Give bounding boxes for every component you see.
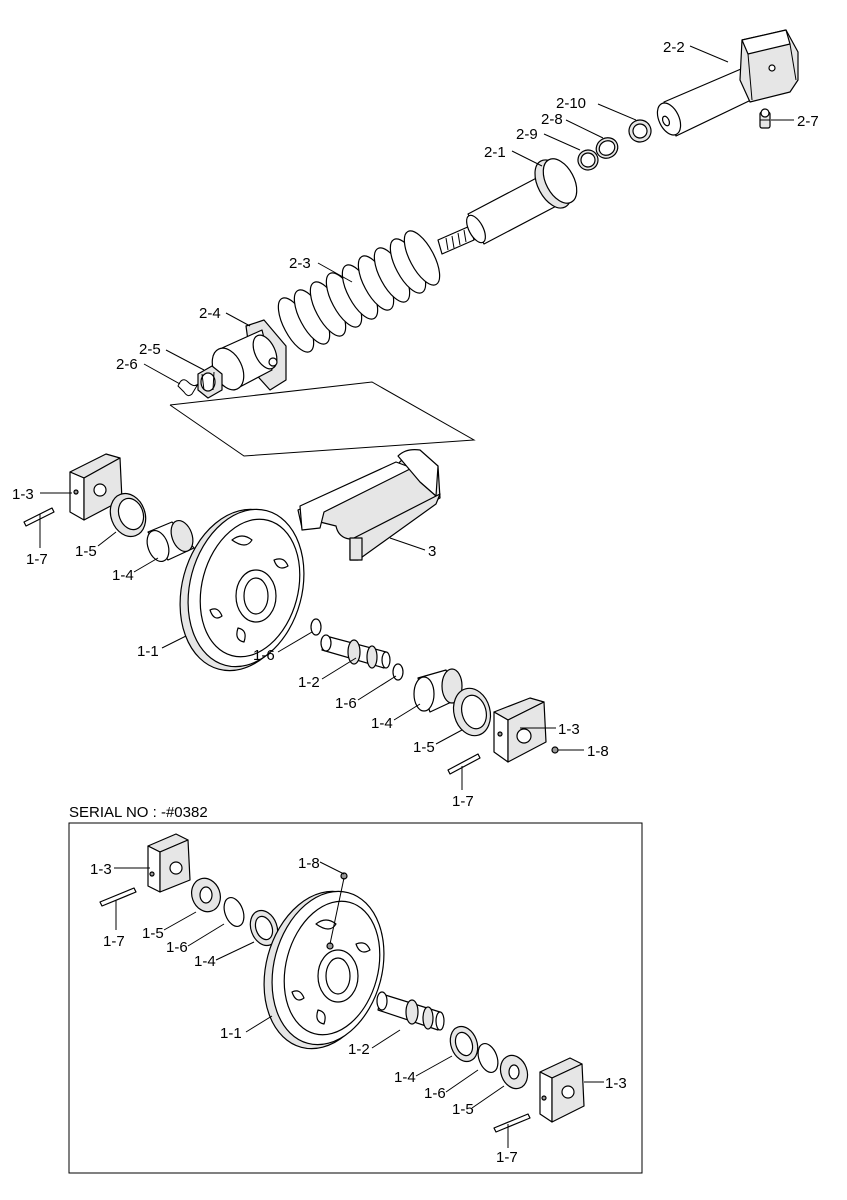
part-2-1-rod xyxy=(437,158,578,255)
label-b-1-4-left: 1-4 xyxy=(194,953,216,970)
label-2-3: 2-3 xyxy=(289,255,311,272)
label-b-1-6-left: 1-6 xyxy=(166,939,188,956)
part-b-1-6-snap-ring-left xyxy=(223,896,245,928)
label-2-2: 2-2 xyxy=(663,39,685,56)
part-3-yoke-fork xyxy=(297,449,441,561)
part-b-1-5-seal-left xyxy=(191,877,221,913)
part-2-4-spring-seat xyxy=(211,319,287,391)
label-1-4-right: 1-4 xyxy=(371,715,393,732)
part-1-2-shaft xyxy=(320,634,391,669)
part-b-1-7-pin-left xyxy=(99,887,137,907)
part-b-1-5-seal-right xyxy=(499,1054,529,1090)
label-b-1-5-right: 1-5 xyxy=(452,1101,474,1118)
part-b-1-3-bracket-right xyxy=(539,1057,585,1123)
label-1-7-left: 1-7 xyxy=(26,551,48,568)
label-2-5: 2-5 xyxy=(139,341,161,358)
label-2-8: 2-8 xyxy=(541,111,563,128)
label-2-6: 2-6 xyxy=(116,356,138,373)
leader-lines xyxy=(39,45,794,1148)
label-b-1-5-left: 1-5 xyxy=(142,925,164,942)
label-2-9: 2-9 xyxy=(516,126,538,143)
label-1-1: 1-1 xyxy=(137,643,159,660)
label-1-8: 1-8 xyxy=(587,743,609,760)
part-b-1-6-snap-ring-right xyxy=(477,1042,499,1074)
part-1-7-pin-right xyxy=(447,753,481,775)
label-2-4: 2-4 xyxy=(199,305,221,322)
upper-idler-assembly xyxy=(23,453,559,775)
part-2-6-cotter-pin xyxy=(177,379,199,397)
label-b-1-4-right: 1-4 xyxy=(394,1069,416,1086)
part-1-8-fitting xyxy=(551,746,559,754)
serial-variant-box xyxy=(68,822,643,1174)
label-1-6-b: 1-6 xyxy=(335,695,357,712)
label-b-1-1: 1-1 xyxy=(220,1025,242,1042)
part-1-4-bushing-left xyxy=(146,519,195,563)
part-b-1-2-shaft xyxy=(376,991,445,1031)
label-b-1-6-right: 1-6 xyxy=(424,1085,446,1102)
part-2-7-grease-fitting xyxy=(759,108,771,129)
part-b-1-4-bearing-right xyxy=(449,1025,479,1063)
part-1-7-pin-left xyxy=(23,507,55,527)
label-b-1-3-right: 1-3 xyxy=(605,1075,627,1092)
part-2-5-nut xyxy=(197,365,223,399)
part-1-6-oring-a xyxy=(310,618,322,636)
label-b-1-2: 1-2 xyxy=(348,1041,370,1058)
part-2-9-ring xyxy=(577,149,599,171)
part-1-3-bracket-right xyxy=(493,697,547,763)
part-2-2-cylinder xyxy=(656,29,799,137)
label-1-5-left: 1-5 xyxy=(75,543,97,560)
label-b-1-3-left: 1-3 xyxy=(90,861,112,878)
spring-fork-connection-outline xyxy=(169,381,476,457)
serial-number-note: SERIAL NO : -#0382 xyxy=(69,804,208,821)
part-b-1-7-pin-right xyxy=(493,1113,531,1133)
label-b-1-7-right: 1-7 xyxy=(496,1149,518,1166)
part-b-1-3-bracket-left xyxy=(147,833,191,893)
part-2-3-spring xyxy=(277,230,441,353)
label-1-4-left: 1-4 xyxy=(112,567,134,584)
part-b-1-4-bearing-left xyxy=(249,909,279,947)
part-b-1-1-idler-wheel xyxy=(263,890,385,1050)
label-2-10: 2-10 xyxy=(556,95,586,112)
part-1-4-bushing-right xyxy=(413,668,463,713)
part-1-5-seal-right xyxy=(452,687,492,737)
label-1-2: 1-2 xyxy=(298,674,320,691)
part-2-10-seal-ring xyxy=(628,119,652,143)
label-1-3-right: 1-3 xyxy=(558,721,580,738)
label-b-1-8: 1-8 xyxy=(298,855,320,872)
label-1-5-right: 1-5 xyxy=(413,739,435,756)
part-labels: 2-2 2-7 2-10 2-8 2-9 2-1 2-3 2-4 2-5 2-6… xyxy=(12,39,819,1166)
part-1-5-seal-left xyxy=(109,492,147,538)
part-1-6-oring-b xyxy=(392,663,404,681)
lower-idler-assembly xyxy=(99,833,585,1133)
label-1-3-left: 1-3 xyxy=(12,486,34,503)
label-1-6-a: 1-6 xyxy=(253,647,275,664)
part-1-1-idler-wheel xyxy=(179,508,305,672)
label-2-7: 2-7 xyxy=(797,113,819,130)
label-b-1-7-left: 1-7 xyxy=(103,933,125,950)
part-2-8-ring xyxy=(595,137,619,159)
label-3: 3 xyxy=(428,543,436,560)
label-1-7-right: 1-7 xyxy=(452,793,474,810)
recoil-spring-group xyxy=(169,29,799,561)
label-2-1: 2-1 xyxy=(484,144,506,161)
